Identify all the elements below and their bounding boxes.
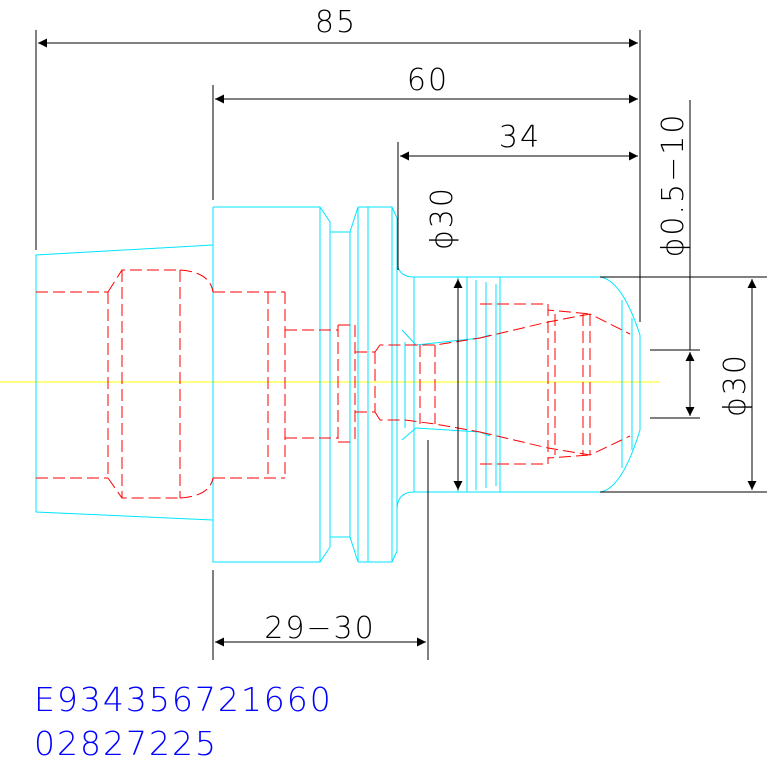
dim-text-34: 34 <box>499 120 541 155</box>
part-code-line-1: E934356721660 <box>34 680 333 719</box>
dim-text-collar-dia: ϕ30 <box>425 186 460 250</box>
dimension-lines <box>35 30 767 660</box>
flange-outline <box>212 206 321 563</box>
dim-text-60: 60 <box>407 63 449 98</box>
part-code-line-2: 02827225 <box>34 724 218 763</box>
taper-shank-outline <box>35 244 214 521</box>
dim-text-clamping: ϕ0.5−10 <box>656 113 691 258</box>
hidden-lines <box>36 269 631 499</box>
dim-text-85: 85 <box>315 5 357 40</box>
dim-text-nose-dia: ϕ30 <box>718 353 753 417</box>
dim-text-29-30: 29−30 <box>264 611 375 646</box>
